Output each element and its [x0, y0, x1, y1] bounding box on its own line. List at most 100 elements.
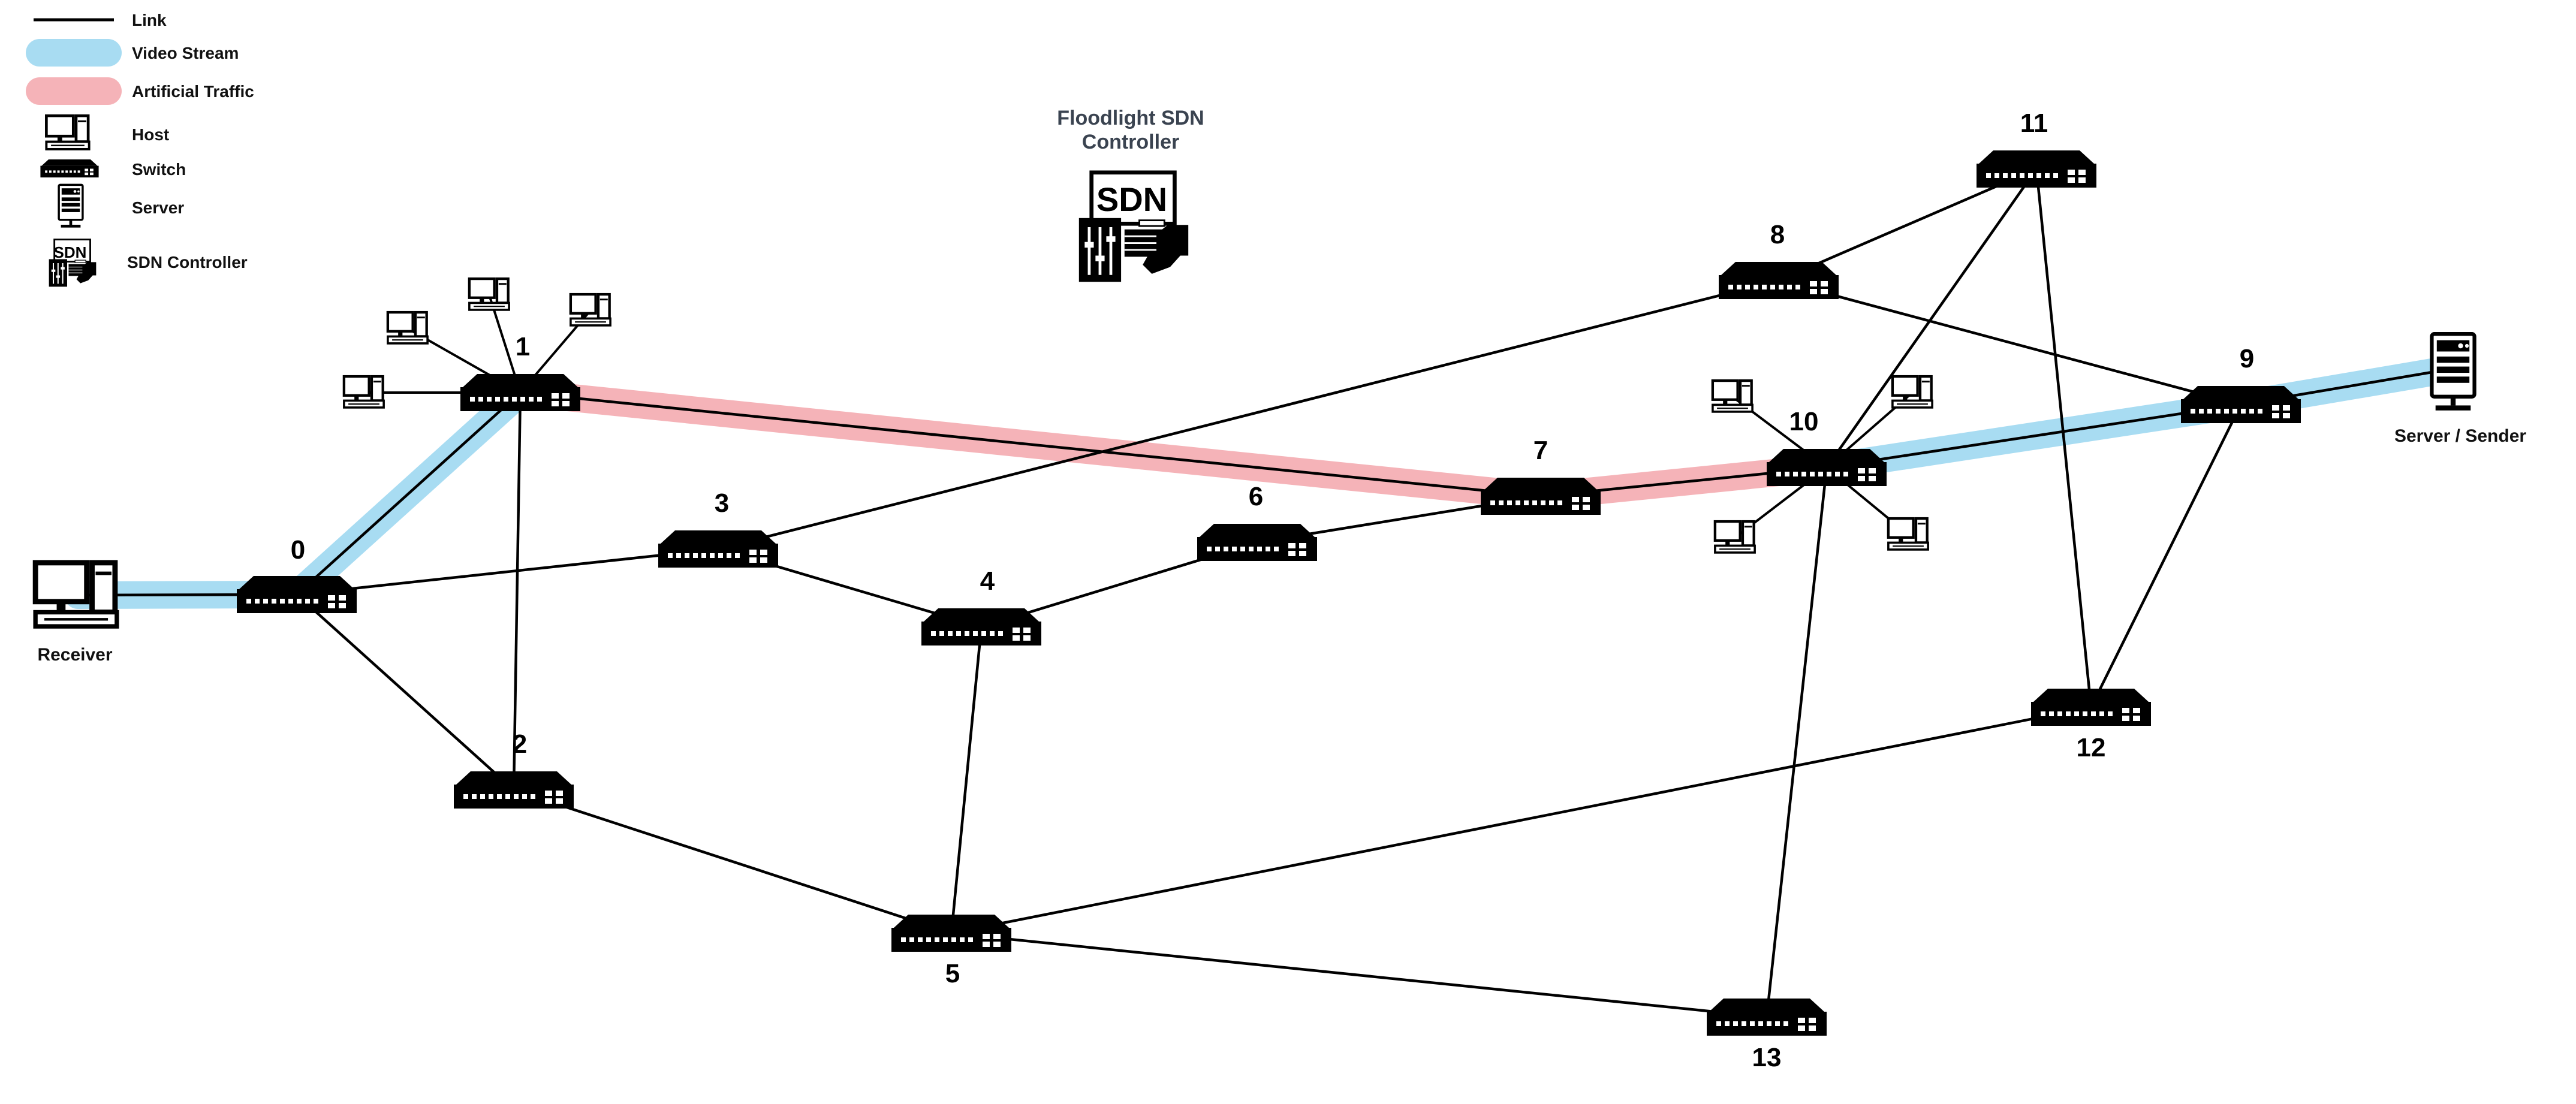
legend-item-switch: Switch [40, 159, 186, 179]
switch-label-0: 0 [291, 535, 305, 565]
legend-sdn-badge: SDN [54, 243, 87, 261]
server-tower-icon [2432, 334, 2474, 411]
switch-label-8: 8 [1770, 220, 1785, 249]
host-computer-icon [46, 116, 89, 149]
switch-label-10: 10 [1789, 407, 1819, 436]
switch-icon [2181, 386, 2301, 423]
legend-label-host: Host [132, 125, 169, 144]
switch-icon [40, 159, 99, 178]
legend-label-sdn-controller: SDN Controller [127, 253, 248, 272]
switch-label-7: 7 [1533, 436, 1548, 465]
link-0-1 [296, 391, 522, 596]
switch-label-2: 2 [513, 729, 527, 759]
legend-item-video-stream: Video Stream [26, 39, 239, 67]
switch-9: 9 [2181, 344, 2301, 423]
legend-label-artificial-traffic: Artificial Traffic [132, 82, 254, 101]
switch-6: 6 [1197, 482, 1317, 561]
server-sender: Server / Sender [2394, 334, 2526, 446]
controller-title-line1: Floodlight SDN [1057, 107, 1204, 129]
switch-10: 10 [1767, 407, 1887, 486]
receiver-label: Receiver [37, 645, 112, 665]
host-computer-icon [1715, 521, 1755, 553]
host-computer-icon [1713, 381, 1752, 412]
link-11-12 [2035, 168, 2093, 708]
switch-label-11: 11 [2020, 108, 2048, 138]
switch-icon [658, 530, 778, 568]
switch-label-5: 5 [945, 959, 960, 988]
switch-icon [1197, 524, 1317, 561]
receiver-computer-icon [35, 563, 117, 626]
switch-icon [1481, 478, 1601, 515]
switch-label-4: 4 [980, 566, 995, 596]
switch-label-13: 13 [1752, 1043, 1782, 1072]
attached-host-layer [344, 279, 1932, 553]
legend-item-server: Server [58, 183, 184, 229]
host-computer-icon [344, 376, 384, 408]
switch-label-1: 1 [516, 332, 530, 361]
link-3-8 [718, 279, 1779, 551]
switch-label-3: 3 [715, 488, 729, 518]
link-4-5 [950, 626, 983, 934]
switch-13: 13 [1707, 999, 1827, 1072]
switch-12: 12 [2031, 689, 2151, 762]
legend: Link Video Stream Artificial Traffic Hos… [26, 11, 254, 288]
switch-icon [1719, 262, 1839, 299]
switch-0: 0 [237, 535, 357, 613]
switch-3: 3 [658, 488, 778, 568]
host-computer-icon [1888, 518, 1928, 550]
link-9-12 [2089, 404, 2243, 708]
link-1-2 [512, 392, 522, 791]
receiver-host: Receiver [35, 563, 117, 665]
link-10-13 [1765, 467, 1828, 1018]
switch-4: 4 [921, 566, 1041, 645]
sdn-controller: Floodlight SDN Controller SDN [1057, 107, 1204, 282]
legend-label-switch: Switch [132, 160, 186, 179]
link-2-5 [513, 788, 952, 935]
switch-11: 11 [1977, 108, 2096, 188]
link-layer [77, 167, 2454, 1019]
switch-icon [1977, 150, 2096, 188]
controller-title-line2: Controller [1082, 131, 1179, 153]
switch-1: 1 [460, 332, 580, 411]
switch-icon [891, 915, 1011, 952]
link-5-12 [951, 705, 2092, 935]
switch-8: 8 [1719, 220, 1839, 299]
link-9-10 [1826, 403, 2241, 469]
legend-item-host: Host [46, 116, 169, 149]
switch-icon [454, 771, 574, 809]
legend-label-video-stream: Video Stream [132, 44, 239, 62]
host-computer-icon [571, 294, 610, 325]
switch-label-12: 12 [2077, 733, 2106, 762]
host-computer-icon [388, 312, 427, 343]
legend-item-sdn-controller: SDN SDN Controller [48, 239, 248, 288]
link-0-3 [296, 547, 719, 596]
switch-2: 2 [454, 729, 574, 809]
switch-label-9: 9 [2240, 344, 2254, 373]
link-8-9 [1778, 279, 2241, 406]
legend-item-link: Link [34, 11, 167, 29]
legend-label-server: Server [132, 198, 184, 217]
host-computer-icon [469, 279, 509, 310]
legend-label-link: Link [132, 11, 167, 29]
switch-icon [921, 608, 1041, 645]
legend-item-artificial-traffic: Artificial Traffic [26, 77, 254, 105]
link-10-11 [1825, 168, 2038, 469]
server-tower-icon [58, 183, 84, 229]
controller-badge: SDN [1096, 180, 1167, 218]
switch-icon [1707, 999, 1827, 1036]
link-5-13 [951, 931, 1767, 1019]
switch-icon [237, 576, 357, 613]
switch-7: 7 [1481, 436, 1601, 515]
switch-icon [460, 374, 580, 411]
link-1-7 [520, 391, 1541, 498]
server-sender-label: Server / Sender [2394, 426, 2526, 446]
switch-5: 5 [891, 915, 1011, 988]
switch-label-6: 6 [1249, 482, 1263, 511]
switch-icon [2031, 689, 2151, 726]
switch-icon [1767, 449, 1887, 486]
host-computer-icon [1893, 376, 1932, 408]
traffic-band-layer [64, 355, 2467, 609]
link-0-2 [296, 593, 515, 791]
